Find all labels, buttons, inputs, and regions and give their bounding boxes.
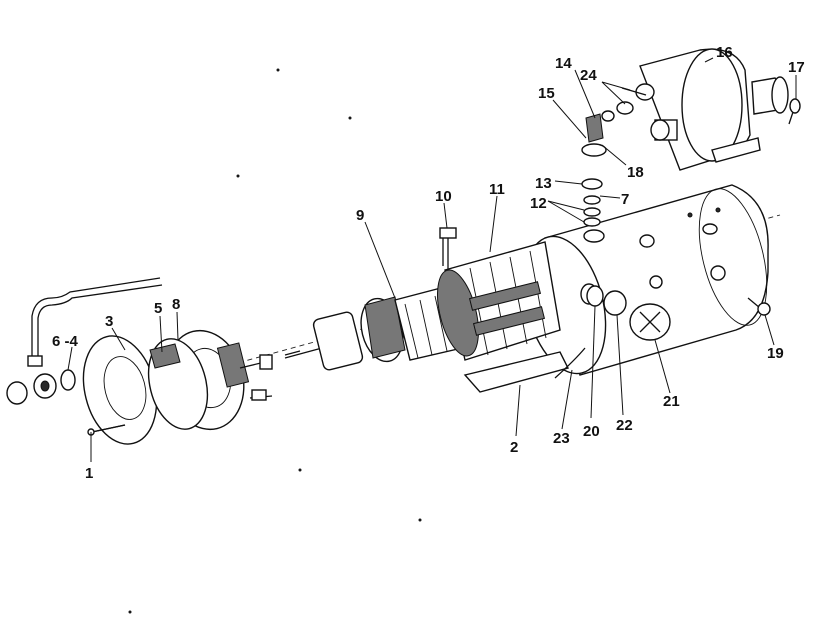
- callout-20: 20: [583, 423, 600, 440]
- callout-19: 19: [767, 345, 784, 362]
- shaft-screw: [284, 350, 301, 356]
- cover-plug-21: [629, 303, 671, 341]
- plug-20: [586, 285, 604, 307]
- leader-lines: [67, 57, 797, 462]
- field-coils: [437, 241, 561, 361]
- pole-shoe: [463, 351, 570, 393]
- terminal-bolt: [439, 227, 457, 270]
- callout-15: 15: [538, 85, 555, 102]
- callout-16: 16: [716, 44, 733, 61]
- scan-specks: [128, 68, 422, 614]
- callout-6-4: 6 -4: [52, 333, 79, 350]
- terminal-washers: [581, 113, 607, 227]
- callout-5: 5: [154, 300, 162, 317]
- callout-3: 3: [105, 313, 113, 330]
- callout-24: 24: [580, 67, 597, 84]
- end-washers: [6, 369, 76, 405]
- callout-13: 13: [535, 175, 552, 192]
- callout-11: 11: [489, 181, 505, 198]
- callout-8: 8: [172, 296, 180, 313]
- callout-2: 2: [510, 439, 518, 456]
- callout-21: 21: [663, 393, 680, 410]
- callout-9: 9: [356, 207, 364, 224]
- callout-1: 1: [85, 465, 93, 482]
- callout-17: 17: [788, 59, 805, 76]
- cover-screw: [788, 98, 801, 125]
- end-cover: [82, 335, 209, 445]
- callout-22: 22: [616, 417, 633, 434]
- callout-12: 12: [530, 195, 547, 212]
- callout-10: 10: [435, 188, 452, 205]
- callout-7: 7: [621, 191, 629, 208]
- insulator-strip: [554, 347, 586, 379]
- gasket-22: [603, 290, 627, 316]
- frame-screw: [747, 297, 771, 316]
- lead-cable: [27, 277, 163, 367]
- callout-23: 23: [553, 430, 570, 447]
- solenoid-switch: [601, 48, 789, 171]
- through-bolt: [91, 424, 126, 433]
- callout-14: 14: [555, 55, 572, 72]
- callout-18: 18: [627, 164, 644, 181]
